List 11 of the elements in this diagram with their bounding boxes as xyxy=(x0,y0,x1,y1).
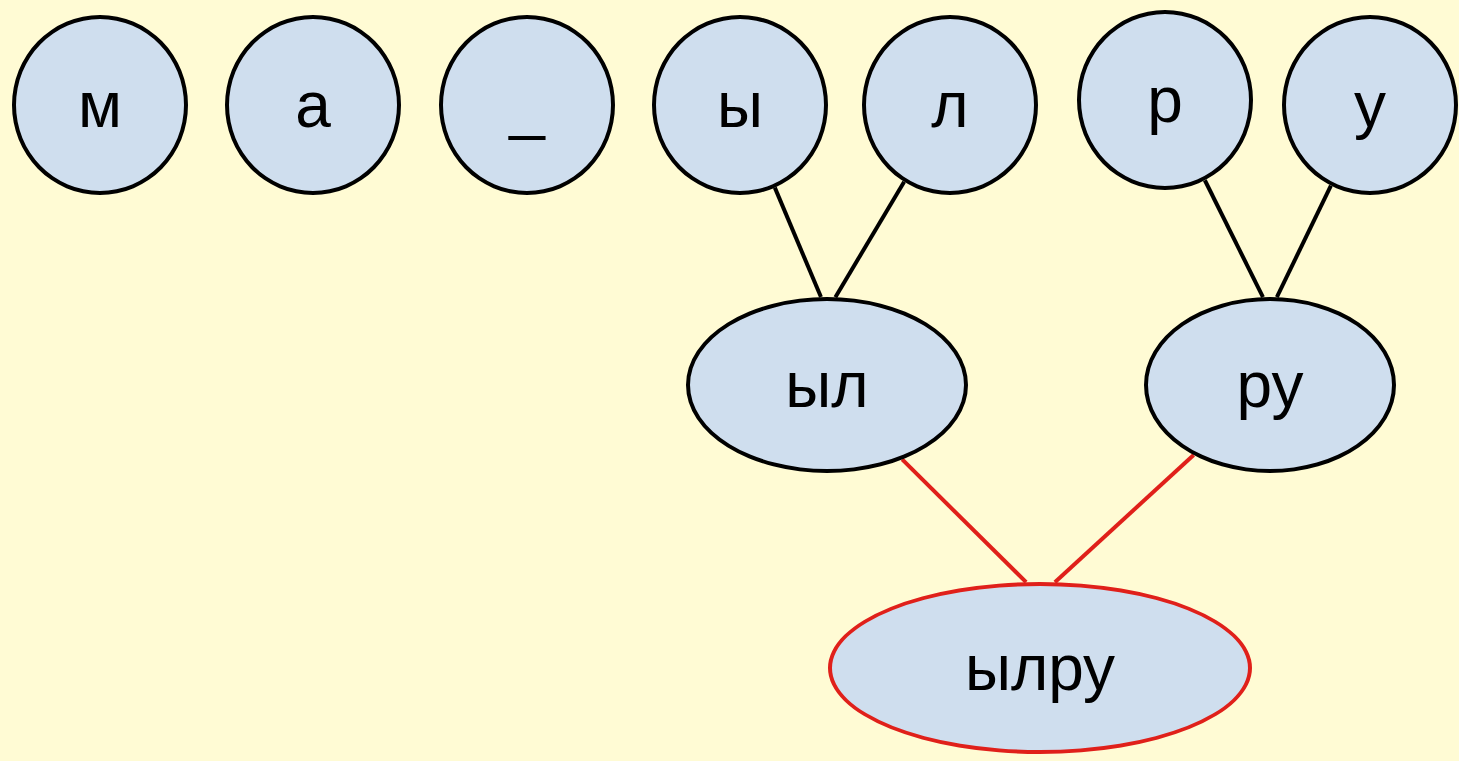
connector-line xyxy=(1275,184,1333,298)
connector-line xyxy=(1203,179,1265,299)
connector-line xyxy=(1053,453,1195,584)
node-label: ы xyxy=(717,73,763,137)
node-label: а xyxy=(295,73,331,137)
node-label: ыл xyxy=(785,353,869,417)
node-label: л xyxy=(931,73,969,137)
connector-line xyxy=(833,180,906,299)
connector-line xyxy=(773,186,823,298)
connector-line xyxy=(900,458,1028,584)
node-label: м xyxy=(78,73,122,137)
